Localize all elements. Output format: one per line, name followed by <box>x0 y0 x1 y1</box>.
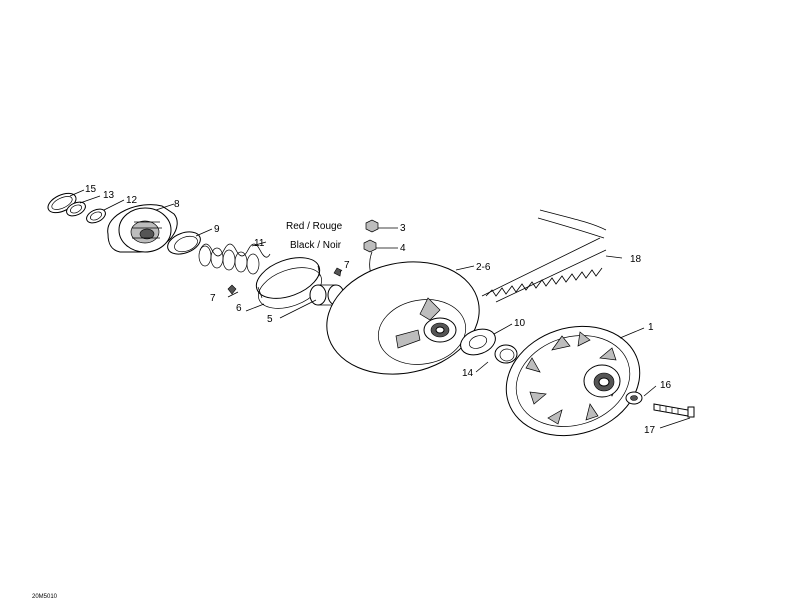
callout-17: 17 <box>644 425 656 436</box>
washer-10 <box>460 328 496 356</box>
callout-9: 9 <box>214 224 220 235</box>
callout-5: 5 <box>267 314 273 325</box>
callout-3: 3 <box>400 223 406 234</box>
callout-4: 4 <box>400 243 406 254</box>
callout-7-lower: 7 <box>210 293 216 304</box>
label-red-rouge: Red / Rouge <box>286 221 343 232</box>
callout-7-upper: 7 <box>344 260 350 271</box>
drawing-code: 20M5010 <box>32 594 58 600</box>
fixed-sheave-2-6 <box>326 261 480 375</box>
label-black-noir: Black / Noir <box>290 240 342 251</box>
callout-15: 15 <box>85 184 97 195</box>
leader-lines <box>69 189 691 429</box>
ring-9 <box>167 231 201 255</box>
callout-2-6: 2-6 <box>476 262 491 273</box>
ring-6 <box>255 257 322 309</box>
callout-16: 16 <box>660 380 672 391</box>
callout-10: 10 <box>514 318 526 329</box>
callout-13: 13 <box>103 190 115 201</box>
screw-7-upper <box>333 267 342 277</box>
bolt-17 <box>653 403 695 418</box>
callout-11: 11 <box>254 238 265 249</box>
washer-12 <box>86 208 106 224</box>
spring-11 <box>198 243 271 275</box>
cam-8 <box>107 204 178 253</box>
drive-belt-18 <box>481 209 607 303</box>
callout-8: 8 <box>174 199 180 210</box>
washer-13 <box>66 201 86 217</box>
ring-14 <box>494 344 518 364</box>
callout-14: 14 <box>462 368 474 379</box>
weight-3 <box>365 219 379 233</box>
washer-16 <box>625 391 643 405</box>
movable-sheave-1 <box>505 325 641 437</box>
callout-18: 18 <box>630 254 642 265</box>
screw-7-lower <box>227 284 237 295</box>
callout-6: 6 <box>236 303 242 314</box>
weight-4 <box>363 239 377 253</box>
callout-12: 12 <box>126 195 138 206</box>
callout-1: 1 <box>648 322 654 333</box>
